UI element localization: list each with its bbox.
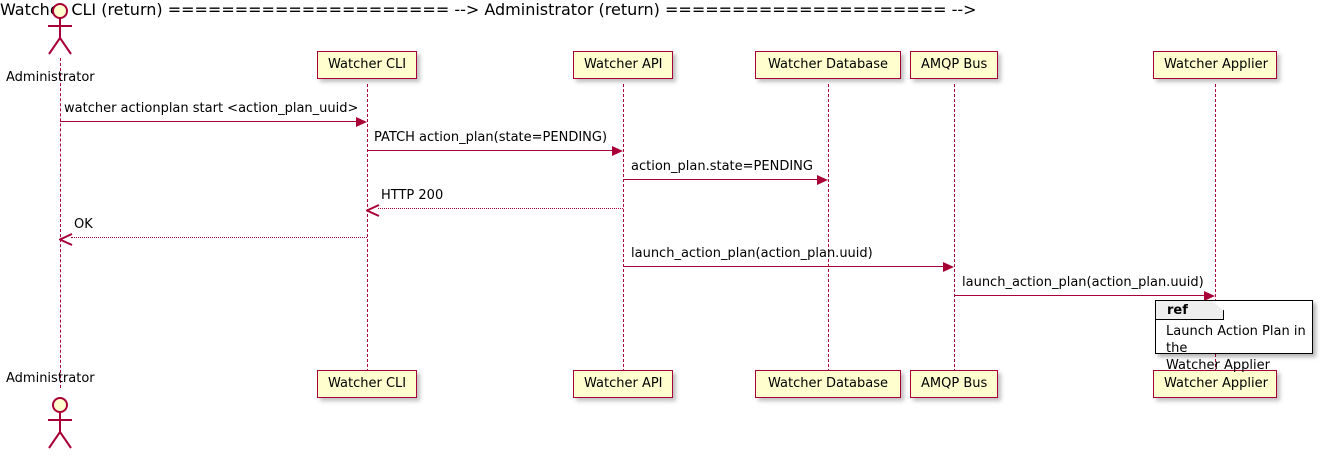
message-arrowhead-7	[1204, 291, 1215, 301]
actor-label-administrator-top: Administrator	[6, 70, 95, 85]
message-arrowhead-5	[57, 231, 73, 246]
participant-watcher-api-bottom[interactable]: Watcher API	[573, 370, 673, 398]
message-line-1	[60, 121, 357, 122]
message-label-1: watcher actionplan start <action_plan_uu…	[64, 101, 359, 116]
stick-figure-actor-icon	[48, 397, 72, 449]
message-arrowhead-2	[612, 146, 623, 156]
ref-fragment[interactable]: ref Launch Action Plan in the Watcher Ap…	[1155, 300, 1313, 373]
message-label-6: launch_action_plan(action_plan.uuid)	[631, 246, 873, 261]
participant-watcher-database-top[interactable]: Watcher Database	[755, 51, 901, 79]
lifeline-watcher-applier	[1215, 84, 1216, 372]
participant-watcher-cli-top[interactable]: Watcher CLI	[317, 51, 417, 79]
actor-label-administrator-bottom: Administrator	[6, 371, 95, 386]
message-arrowhead-1	[356, 117, 367, 127]
participant-amqp-bus-top[interactable]: AMQP Bus	[910, 51, 998, 79]
message-line-6	[623, 266, 943, 267]
lifeline-amqp-bus	[954, 84, 955, 372]
message-line-4	[378, 208, 623, 209]
actor-administrator-bottom-icon	[40, 396, 80, 452]
message-arrowhead-6	[943, 262, 954, 272]
ref-fragment-tab-label: ref	[1156, 301, 1224, 320]
message-line-3	[623, 179, 817, 180]
message-label-4: HTTP 200	[381, 188, 444, 203]
participant-watcher-database-bottom[interactable]: Watcher Database	[755, 370, 901, 398]
participant-watcher-applier-top[interactable]: Watcher Applier	[1153, 51, 1277, 79]
message-label-3: action_plan.state=PENDING	[631, 159, 813, 174]
message-label-7: launch_action_plan(action_plan.uuid)	[962, 275, 1204, 290]
lifeline-watcher-api	[623, 84, 624, 372]
message-label-5: OK	[74, 217, 93, 232]
ref-fragment-body-text: Launch Action Plan in the Watcher Applie…	[1166, 324, 1306, 374]
message-line-5	[71, 237, 367, 238]
participant-watcher-applier-bottom[interactable]: Watcher Applier	[1153, 370, 1277, 398]
message-label-2: PATCH action_plan(state=PENDING)	[374, 130, 608, 145]
message-line-7	[954, 295, 1204, 296]
message-line-2	[367, 150, 612, 151]
lifeline-watcher-database	[828, 84, 829, 372]
actor-administrator-top-icon	[40, 2, 80, 58]
lifeline-watcher-cli	[367, 84, 368, 372]
message-arrowhead-3	[817, 175, 828, 185]
stick-figure-actor-icon	[48, 3, 72, 55]
participant-watcher-cli-bottom[interactable]: Watcher CLI	[317, 370, 417, 398]
message-arrowhead-4	[364, 202, 380, 217]
participant-watcher-api-top[interactable]: Watcher API	[573, 51, 673, 79]
lifeline-administrator	[60, 58, 61, 388]
participant-amqp-bus-bottom[interactable]: AMQP Bus	[910, 370, 998, 398]
